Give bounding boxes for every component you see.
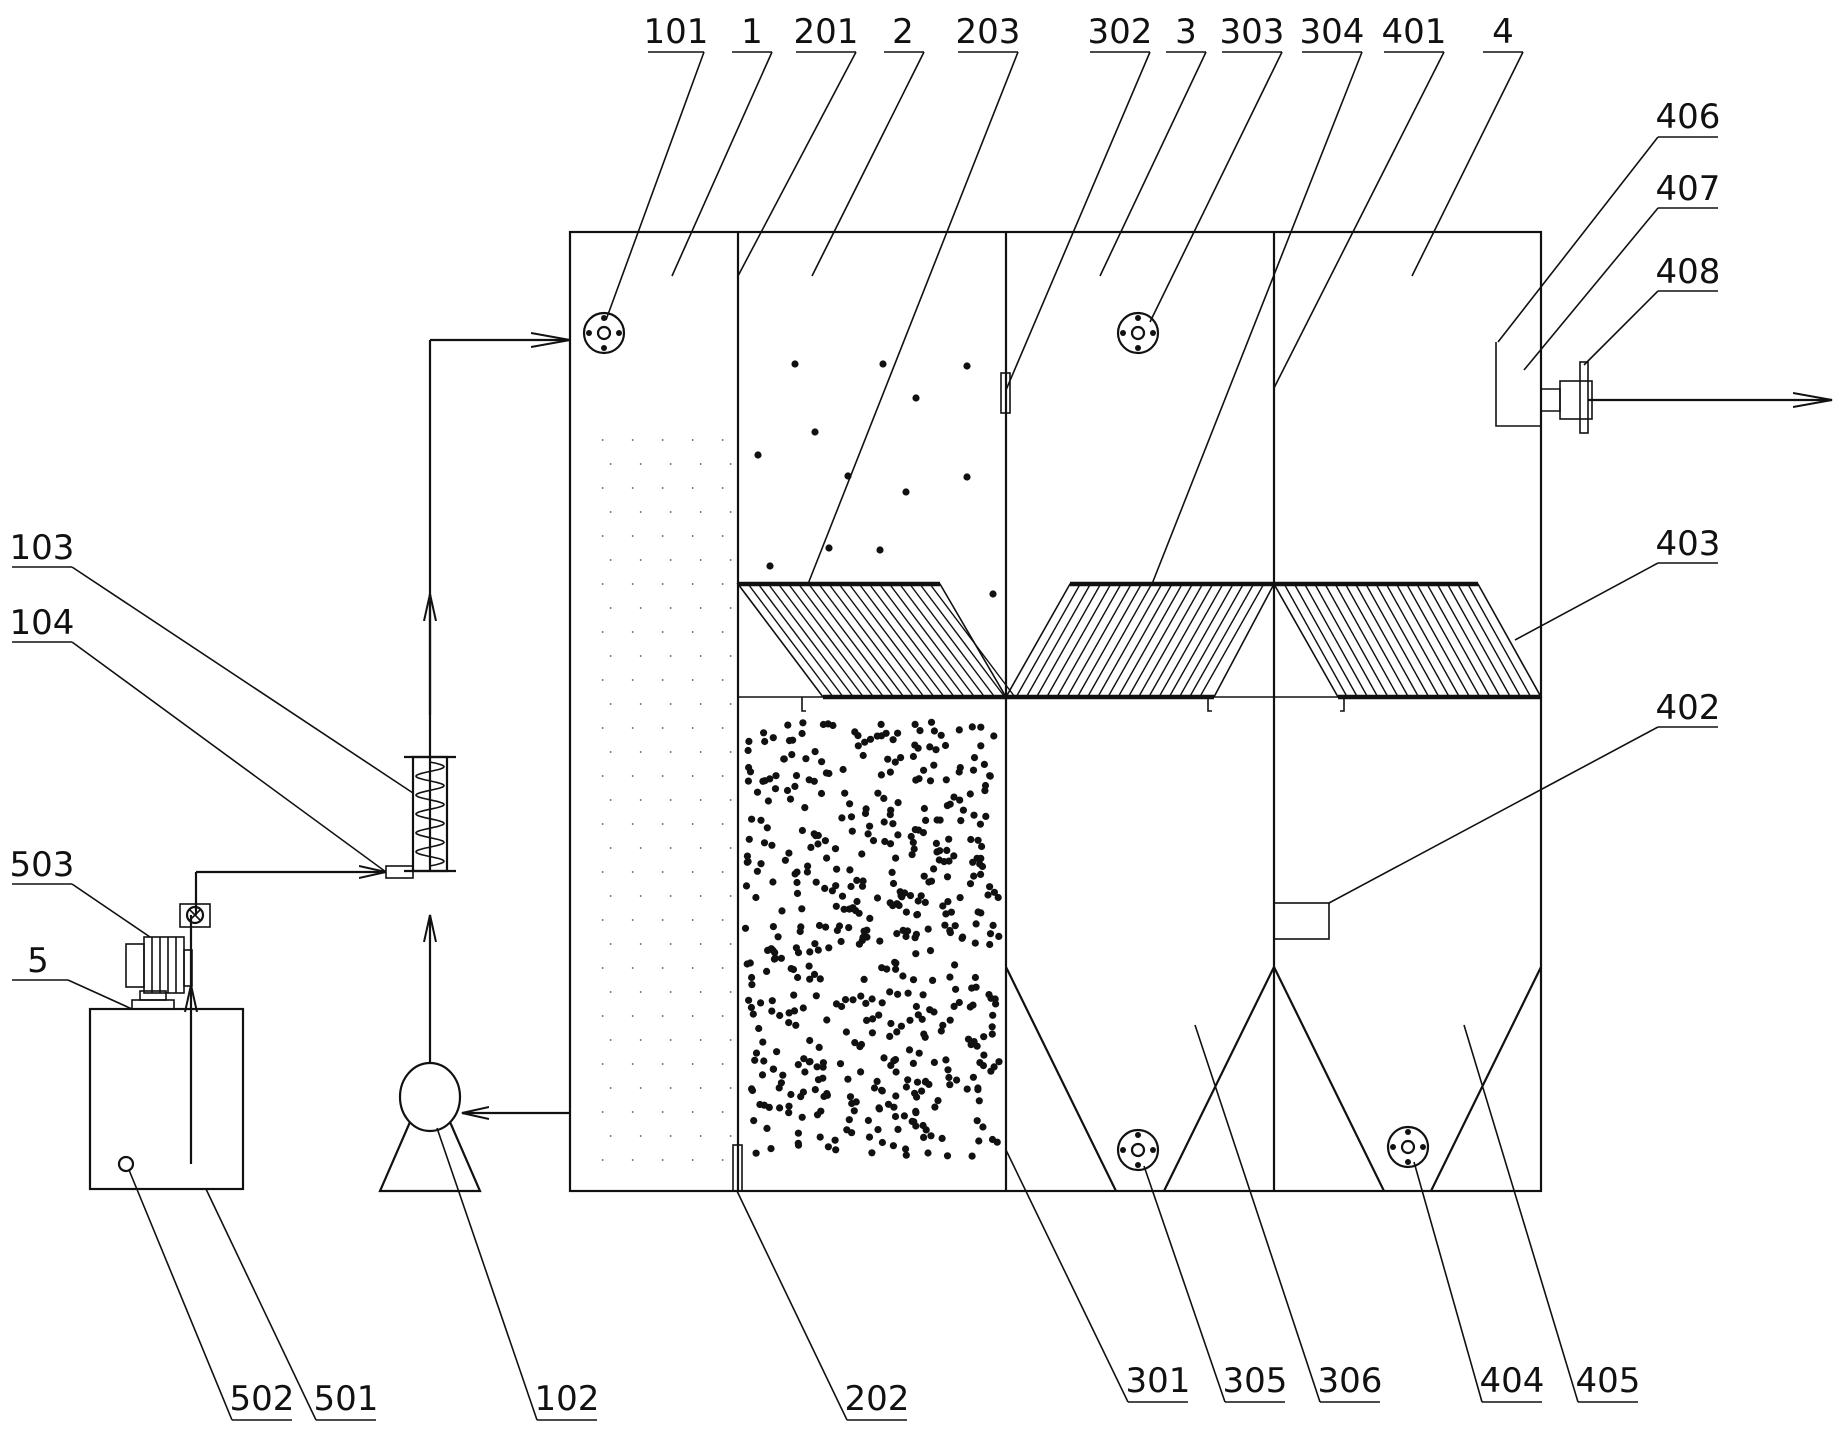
label-102: 102: [535, 1379, 600, 1419]
tank-outline: [568, 230, 1543, 1193]
main-tank: [568, 230, 1543, 1193]
label-402: 402: [1656, 688, 1721, 728]
label-104: 104: [10, 603, 75, 643]
inclined-plates-304: [1004, 581, 1276, 700]
chamber-2-media-particles: [741, 360, 1003, 1160]
label-502: 502: [230, 1379, 295, 1419]
label-5: 5: [27, 941, 49, 981]
plate-hooks: [801, 697, 1345, 712]
chamber-1-fine-dots: [601, 439, 732, 1161]
label-3: 3: [1175, 12, 1197, 52]
dosing-pump-503: [125, 903, 211, 1010]
label-301: 301: [1126, 1361, 1191, 1401]
flange-404: [1386, 1125, 1430, 1169]
label-203: 203: [956, 12, 1021, 52]
label-407: 407: [1656, 169, 1721, 209]
flange-303: [1116, 311, 1160, 355]
reference-labels: 101 1 201 2 203 302 3 303 304 401 4 406 …: [10, 12, 1721, 1419]
label-401: 401: [1382, 12, 1447, 52]
port-502: [117, 1155, 135, 1173]
flange-305: [1116, 1128, 1160, 1172]
leader-lines: [12, 51, 1718, 1421]
label-306: 306: [1318, 1361, 1383, 1401]
label-101: 101: [644, 12, 709, 52]
label-404: 404: [1480, 1361, 1545, 1401]
inclined-plates-403: [1272, 581, 1543, 700]
label-303: 303: [1220, 12, 1285, 52]
flange-408: [1579, 361, 1589, 434]
label-202: 202: [845, 1379, 910, 1419]
label-103: 103: [10, 528, 75, 568]
fitting-302: [1000, 372, 1011, 414]
label-302: 302: [1088, 12, 1153, 52]
outlet-pipe-407: [1541, 388, 1561, 412]
hopper-405: [1273, 966, 1542, 1192]
flange-101: [582, 311, 626, 355]
label-403: 403: [1656, 524, 1721, 564]
outlet-assembly: [1495, 342, 1832, 434]
weir-406: [1495, 342, 1541, 427]
inclined-plates-203: [736, 581, 1016, 700]
label-405: 405: [1576, 1361, 1641, 1401]
pipe-stub: [1559, 380, 1593, 420]
label-305: 305: [1223, 1361, 1288, 1401]
inlet-402: [1273, 902, 1330, 940]
label-201: 201: [794, 12, 859, 52]
dosing-tank-5: [88, 915, 245, 1191]
hopper-306: [1005, 966, 1275, 1192]
label-4: 4: [1492, 12, 1514, 52]
label-501: 501: [314, 1379, 379, 1419]
label-406: 406: [1656, 97, 1721, 137]
label-2: 2: [892, 12, 914, 52]
label-408: 408: [1656, 252, 1721, 292]
label-1: 1: [741, 12, 763, 52]
pump-102: [378, 1061, 570, 1193]
label-503: 503: [10, 845, 75, 885]
label-304: 304: [1300, 12, 1365, 52]
riser-pipe: [430, 340, 570, 1063]
